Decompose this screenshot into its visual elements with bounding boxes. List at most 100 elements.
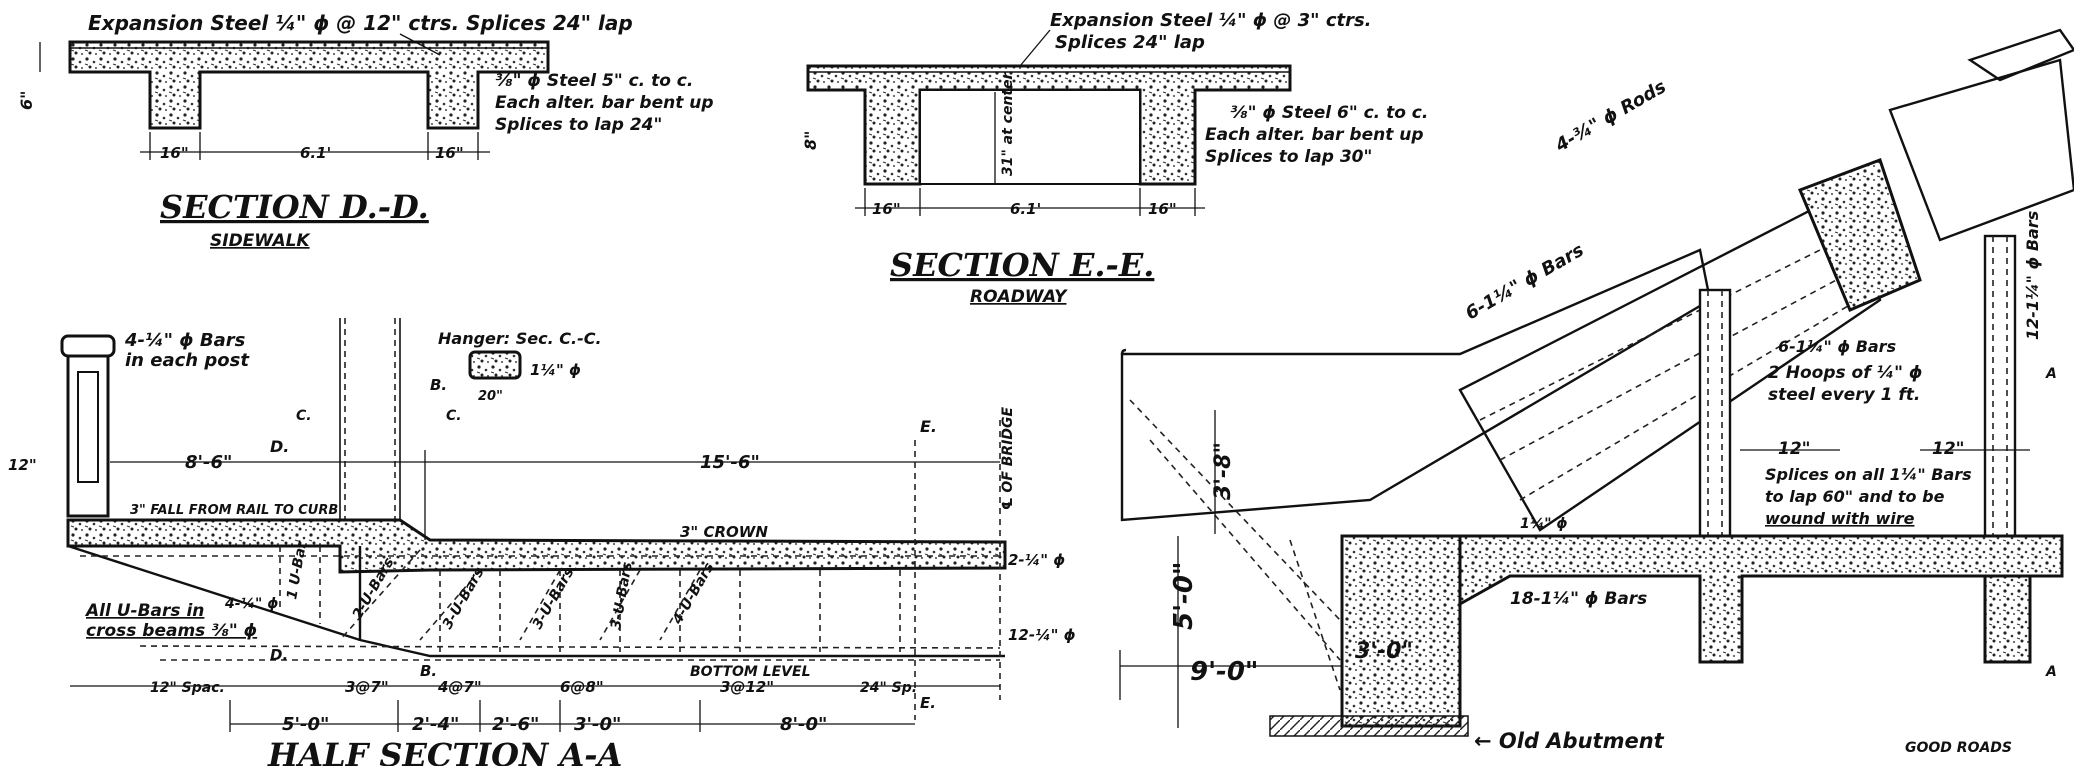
dd-bar-label: ⅜" ϕ Steel 5" c. to c.	[495, 71, 693, 91]
arch-hoops-2: steel every 1 ft.	[1768, 385, 1920, 405]
rib-block-1	[1798, 158, 1922, 312]
arch-abutment-label: ← Old Abutment	[1474, 729, 1665, 753]
ee-top-label-1: Expansion Steel ¼" ϕ @ 3" ctrs.	[1050, 10, 1372, 31]
arch-rib-elevation: 4-¾" ϕ Rods 6-1¼" ϕ Bars 6-1¼" ϕ Bars 2 …	[1119, 28, 2074, 756]
ee-dim-right: 16"	[1148, 200, 1177, 218]
arch-hoops-1: 2 Hoops of ¼" ϕ	[1768, 363, 1922, 383]
arch-section-a2: A	[2045, 664, 2057, 680]
arch-w-30: 3'-0"	[1355, 639, 1413, 664]
span-right: 15'-6"	[700, 452, 760, 473]
half-section: 4-¼" ϕ Bars in each post 12" Hanger: Sec…	[8, 318, 1076, 766]
abutment-footing	[1269, 715, 1469, 737]
spandrel-column-1	[1698, 288, 1732, 552]
ee-bent-note-2: Splices to lap 30"	[1205, 147, 1372, 167]
hanger-b: B.	[430, 376, 447, 394]
bottom-level: BOTTOM LEVEL	[690, 664, 811, 680]
ee-bar-label: ⅜" ϕ Steel 6" c. to c.	[1230, 103, 1428, 123]
sp-2: 3@7"	[345, 678, 389, 696]
deck-slab	[66, 518, 1007, 574]
bars-top: 2-¼" ϕ	[1008, 551, 1065, 569]
dd-depth: 6"	[17, 91, 36, 110]
dim-a: 5'-0"	[282, 714, 329, 735]
crown-note: 3" CROWN	[680, 523, 768, 541]
hanger-label: Hanger: Sec. C.-C.	[438, 329, 602, 348]
fall-note: 3" FALL FROM RAIL TO CURB	[130, 503, 338, 518]
dd-title: SECTION D.-D.	[160, 188, 429, 226]
hanger-section	[468, 350, 522, 380]
dim-b: 2'-4"	[412, 714, 459, 735]
post-label-2: in each post	[125, 350, 250, 371]
section-d-d: Expansion Steel ¼" ϕ @ 12" ctrs. Splices…	[17, 11, 714, 251]
bars-bottom: 12-¼" ϕ	[1008, 626, 1076, 644]
ubar-note-2: cross beams ⅜" ϕ	[86, 621, 257, 641]
mark-b2: B.	[420, 662, 437, 680]
dd-dim-right: 16"	[435, 144, 464, 162]
floor-beam	[1342, 534, 2064, 664]
ee-bent-note-1: Each alter. bar bent up	[1205, 125, 1424, 145]
dd-top-label: Expansion Steel ¼" ϕ @ 12" ctrs. Splices…	[88, 11, 633, 35]
mark-c1: C.	[296, 408, 312, 424]
arch-bars-18: 18-1¼" ϕ Bars	[1510, 589, 1647, 609]
ubar-5: 3-U-Bars	[608, 561, 636, 631]
ubar-3: 3-U-Bars	[440, 565, 488, 632]
ee-subtitle: ROADWAY	[970, 287, 1068, 307]
credit: GOOD ROADS	[1905, 740, 2012, 756]
arch-splice-3: wound with wire	[1765, 509, 1915, 528]
ee-dim-mid: 6.1'	[1010, 200, 1041, 218]
ee-center-depth: 31" at center	[1000, 71, 1016, 176]
ee-top-label-2: Splices 24" lap	[1055, 32, 1205, 53]
mark-c2: C.	[446, 408, 462, 424]
sp-3: 4@7"	[437, 678, 482, 696]
spandrel-column-2	[1983, 234, 2017, 550]
arch-bars-6: 6-1¼" ϕ Bars	[1462, 240, 1588, 325]
arch-splice-2: to lap 60" and to be	[1765, 487, 1945, 506]
post-width: 12"	[8, 456, 37, 474]
mark-e: E.	[920, 417, 937, 436]
sp-6: 24" Sp.	[860, 680, 917, 696]
arch-section-a1: A	[2045, 366, 2057, 382]
arch-splice-1: Splices on all 1¼" Bars	[1765, 465, 1972, 484]
ee-dim-left: 16"	[872, 200, 901, 218]
arch-small-dim: 1¼" ϕ	[1520, 516, 1568, 532]
ee-depth: 8"	[801, 131, 820, 150]
arch-bars-6b: 6-1¼" ϕ Bars	[1778, 337, 1896, 356]
dim-d: 3'-0"	[574, 714, 621, 735]
dd-dim-left: 16"	[160, 144, 189, 162]
ubar-note-1: All U-Bars in	[84, 601, 204, 621]
dim-c: 2'-6"	[492, 714, 539, 735]
left-bars: 4-¼" ϕ	[224, 596, 278, 612]
u-bars	[279, 546, 901, 652]
ee-title: SECTION E.-E.	[890, 246, 1154, 284]
dd-bent-note-2: Splices to lap 24"	[495, 115, 662, 135]
sidewalk-slab	[68, 40, 550, 130]
sp-1: 12" Spac.	[150, 680, 225, 696]
hanger-dim: 20"	[478, 389, 503, 404]
arch-w-90: 9'-0"	[1190, 657, 1258, 687]
old-abutment	[1340, 534, 1462, 728]
ubar-1: 1 U-Bar	[284, 539, 310, 601]
beam-void	[919, 89, 1141, 185]
arch-bars-12: 12-1¼" ϕ Bars	[2023, 211, 2042, 340]
post-label-1: 4-¼" ϕ Bars	[124, 330, 246, 351]
sp-5: 3@12"	[720, 678, 774, 696]
arch-w2: 12"	[1932, 439, 1965, 459]
span-left: 8'-6"	[185, 452, 232, 473]
mark-d: D.	[270, 437, 289, 456]
sp-4: 6@8"	[560, 678, 604, 696]
center-line: ℄ OF BRIDGE	[1000, 406, 1016, 510]
mark-e2: E.	[920, 694, 936, 712]
hanger-bar: 1¼" ϕ	[530, 361, 581, 379]
section-e-e: Expansion Steel ¼" ϕ @ 3" ctrs. Splices …	[801, 10, 1428, 307]
dd-subtitle: SIDEWALK	[210, 231, 311, 251]
half-section-title: HALF SECTION A-A	[267, 736, 622, 766]
dim-e: 8'-0"	[780, 714, 827, 735]
arch-h-38: 3'-8"	[1211, 442, 1236, 500]
arch-rods: 4-¾" ϕ Rods	[1551, 76, 1670, 157]
rail-post	[66, 344, 110, 518]
arch-w1: 12"	[1778, 439, 1811, 459]
mark-d2: D.	[270, 646, 288, 664]
arch-h-50: 5'-0"	[1169, 562, 1199, 630]
ubar-4: 3-U-Bars	[530, 565, 578, 632]
dd-dim-mid: 6.1'	[300, 144, 331, 162]
